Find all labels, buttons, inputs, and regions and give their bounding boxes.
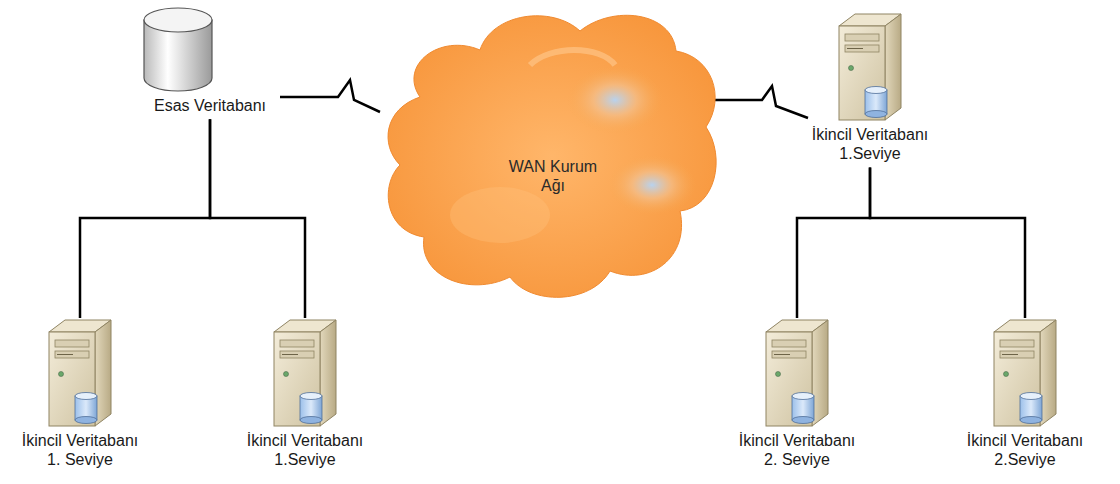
node-label: İkincil Veritabanı 2. Seviye [735,431,859,469]
network-link [797,167,870,318]
network-link [80,119,210,318]
node-label: Esas Veritabanı [140,96,280,115]
server-icon [270,318,340,428]
server-icon [762,318,832,428]
database-server: İkincil Veritabanı 2.Seviye [963,318,1087,469]
node-label: İkincil Veritabanı 2.Seviye [963,431,1087,469]
node-label: İkincil Veritabanı 1. Seviye [18,431,142,469]
network-cloud: WAN Kurum Ağı [380,5,720,305]
database-server: İkincil Veritabanı 1.Seviye [808,12,932,163]
server-icon [990,318,1060,428]
network-link [280,80,380,112]
database-cylinder [142,6,214,94]
server-icon [835,12,905,122]
node-label: İkincil Veritabanı 1.Seviye [808,125,932,163]
network-link [870,167,1025,318]
database-server: İkincil Veritabanı 1.Seviye [243,318,367,469]
node-label: İkincil Veritabanı 1.Seviye [243,431,367,469]
database-server: İkincil Veritabanı 2. Seviye [735,318,859,469]
database-server: İkincil Veritabanı 1. Seviye [18,318,142,469]
network-link [710,86,808,118]
server-icon [45,318,115,428]
network-label: WAN Kurum Ağı [508,157,598,195]
network-link [210,119,305,318]
primary-database: Esas Veritabanı [140,6,280,115]
wan-cloud [380,5,720,305]
